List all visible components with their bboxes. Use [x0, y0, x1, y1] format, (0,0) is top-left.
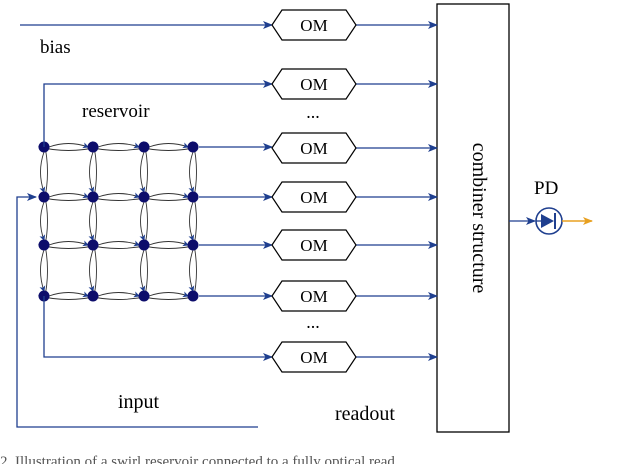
reservoir-connection — [48, 240, 89, 247]
om-box: OM — [271, 181, 357, 213]
reservoir-connection — [97, 142, 140, 149]
om-box: OM — [271, 9, 357, 41]
reservoir-connection — [188, 249, 195, 292]
reservoir-connection — [148, 240, 189, 247]
om-box: OM — [271, 341, 357, 373]
readout-line — [43, 80, 273, 147]
reservoir-connection — [39, 151, 46, 193]
om-box: OM — [271, 68, 357, 100]
reservoir-node — [38, 239, 50, 251]
om-box: OM — [271, 280, 357, 312]
reservoir-node — [187, 239, 199, 251]
reservoir-node — [138, 239, 150, 251]
reservoir-connection — [97, 240, 140, 247]
om-label: OM — [300, 75, 327, 94]
photodiode-icon — [535, 207, 563, 235]
reservoir-connection — [39, 249, 46, 292]
reservoir-connection — [148, 291, 189, 298]
ellipsis-top: ... — [306, 102, 320, 122]
input-label: input — [118, 391, 160, 413]
reservoir-connection — [39, 201, 46, 241]
reservoir-node — [138, 290, 150, 302]
bias-label: bias — [40, 37, 71, 58]
reservoir-connection — [139, 151, 146, 193]
reservoir-connection — [88, 201, 95, 241]
reservoir-connection — [188, 151, 195, 193]
reservoir-connection — [188, 201, 195, 241]
figure-caption: 2. Illustration of a swirl reservoir con… — [0, 454, 395, 464]
reservoir-node — [38, 191, 50, 203]
om-label: OM — [300, 188, 327, 207]
pd-label: PD — [534, 178, 558, 199]
reservoir-node — [87, 290, 99, 302]
reservoir-node — [187, 191, 199, 203]
om-box: OM — [271, 132, 357, 164]
reservoir-node — [138, 191, 150, 203]
om-label: OM — [300, 348, 327, 367]
om-label: OM — [300, 139, 327, 158]
om-label: OM — [300, 16, 327, 35]
reservoir-connections — [38, 141, 199, 302]
reservoir-node — [138, 141, 150, 153]
reservoir-connection — [48, 142, 89, 149]
om-label: OM — [300, 287, 327, 306]
reservoir-connection — [148, 142, 189, 149]
reservoir-connection — [97, 291, 140, 298]
reservoir-nodes — [38, 141, 199, 302]
reservoir-node — [187, 141, 199, 153]
readout-label: readout — [335, 403, 395, 425]
reservoir-connection — [97, 192, 140, 199]
reservoir-connection — [139, 249, 146, 292]
reservoir-connection — [88, 249, 95, 292]
combiner-label: combiner structure — [468, 143, 490, 294]
reservoir-connection — [148, 192, 189, 199]
input-line — [16, 193, 258, 428]
reservoir-node — [87, 141, 99, 153]
reservoir-node — [87, 191, 99, 203]
reservoir-connection — [88, 151, 95, 193]
om-label: OM — [300, 236, 327, 255]
reservoir-node — [187, 290, 199, 302]
reservoir-connection — [48, 192, 89, 199]
reservoir-label: reservoir — [82, 101, 150, 122]
reservoir-node — [87, 239, 99, 251]
optical-modulators: OM OM OM OM OM OM OM — [271, 9, 357, 373]
readout-lines — [20, 21, 438, 361]
om-box: OM — [271, 229, 357, 261]
readout-line — [43, 296, 273, 361]
reservoir-connection — [48, 291, 89, 298]
combiner-box — [436, 3, 510, 433]
reservoir-connection — [139, 201, 146, 241]
ellipsis-bottom: ... — [306, 312, 320, 332]
